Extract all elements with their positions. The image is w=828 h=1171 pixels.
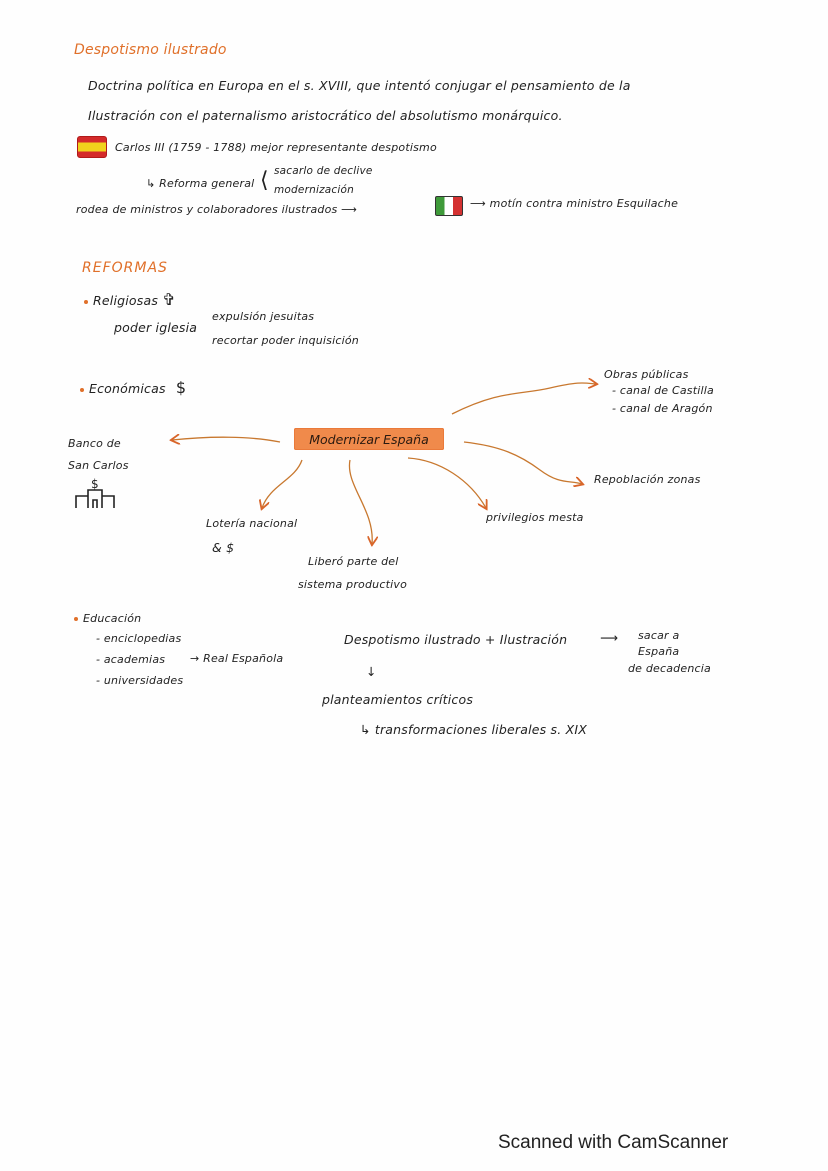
obras-publicas-title: Obras públicas — [604, 368, 689, 381]
bullet-icon — [84, 299, 88, 304]
dollar-icon: $ — [175, 378, 187, 397]
modernizar-espana-box: Modernizar España — [294, 428, 444, 450]
banco-line-1: Banco de — [68, 437, 121, 450]
reforma-branch-1: sacarlo de declive — [274, 165, 373, 177]
result-line-2: España — [638, 645, 680, 658]
bank-icon: $ — [74, 476, 118, 514]
carlos-line: Carlos III (1759 - 1788) mejor represent… — [115, 141, 437, 154]
religiosas-item: Religiosas ✞ — [84, 290, 176, 309]
loteria-line-2: & $ — [212, 540, 235, 555]
reformas-heading: REFORMAS — [82, 260, 168, 276]
educacion-item-1: - enciclopedias — [96, 632, 182, 645]
poder-iglesia: poder iglesia — [114, 320, 198, 335]
religiosas-action-1: expulsión jesuitas — [212, 310, 315, 323]
motin-line: ⟶ motín contra ministro Esquilache — [470, 197, 679, 210]
educacion-item: Educación — [74, 612, 141, 625]
planteamientos-criticos: planteamientos críticos — [322, 692, 474, 707]
libero-line-1: Liberó parte del — [308, 555, 399, 568]
intro-line-1: Doctrina política en Europa en el s. XVI… — [88, 78, 631, 93]
italy-flag-icon — [435, 196, 463, 216]
bullet-icon — [80, 387, 84, 392]
religiosas-label: Religiosas — [93, 293, 159, 308]
bullet-icon — [74, 617, 78, 621]
obras-item-2: - canal de Aragón — [612, 402, 713, 415]
intro-line-2: Ilustración con el paternalismo aristocr… — [88, 108, 563, 123]
conclusion-arrow: ⟶ — [600, 630, 619, 645]
ministros-line: rodea de ministros y colaboradores ilust… — [76, 203, 358, 216]
svg-text:$: $ — [91, 477, 99, 491]
religiosas-action-2: recortar poder inquisición — [212, 334, 359, 347]
banco-line-2: San Carlos — [68, 459, 129, 472]
libero-line-2: sistema productivo — [298, 578, 407, 591]
camscanner-watermark: Scanned with CamScanner — [498, 1132, 729, 1153]
result-line-1: sacar a — [638, 629, 680, 642]
reforma-general-label: ↳ Reforma general — [146, 177, 255, 190]
educacion-item-2: - academias — [96, 653, 166, 666]
educacion-label: Educación — [83, 612, 142, 625]
result-line-3: de decadencia — [628, 662, 711, 675]
transformaciones-liberales: ↳ transformaciones liberales s. XIX — [360, 722, 587, 737]
economicas-item: Económicas $ — [80, 378, 186, 397]
academias-target: → Real Española — [190, 652, 284, 665]
conclusion-main: Despotismo ilustrado + Ilustración — [344, 632, 568, 647]
page-title: Despotismo ilustrado — [74, 42, 227, 58]
brace-icon: ⟨ — [260, 168, 269, 193]
repoblacion-label: Repoblación zonas — [594, 473, 701, 486]
loteria-line-1: Lotería nacional — [206, 517, 298, 530]
educacion-item-3: - universidades — [96, 674, 184, 687]
cross-icon: ✞ — [162, 290, 176, 309]
economicas-label: Económicas — [89, 381, 166, 396]
obras-item-1: - canal de Castilla — [612, 384, 714, 397]
privilegios-label: privilegios mesta — [486, 511, 584, 524]
spain-flag-icon — [77, 136, 107, 158]
down-arrow-icon: ↓ — [366, 664, 377, 679]
reforma-branch-2: modernización — [274, 184, 354, 196]
